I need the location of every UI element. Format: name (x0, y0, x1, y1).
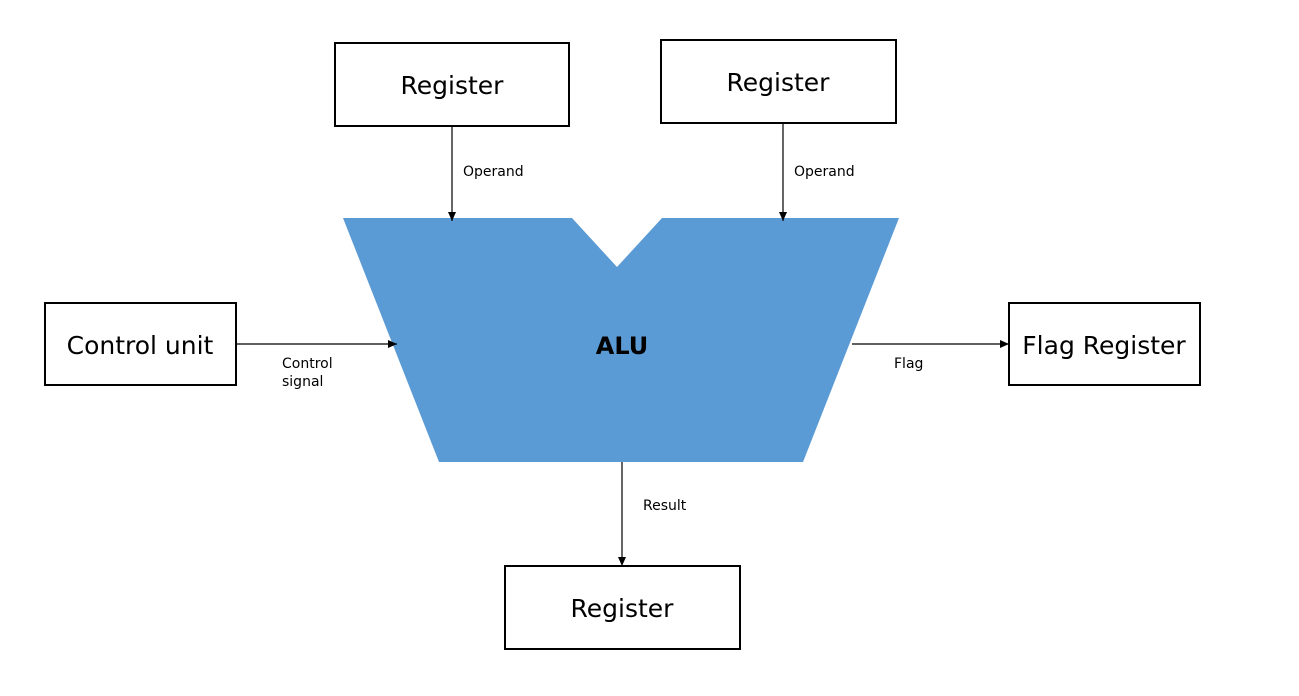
register-top-left: Register (334, 42, 570, 127)
operand-left-label: Operand (463, 164, 524, 180)
flag-register-box: Flag Register (1008, 302, 1201, 386)
alu-block: ALU (343, 218, 899, 462)
register-top-right-label: Register (727, 68, 831, 97)
register-top-right: Register (660, 39, 897, 124)
register-top-left-label: Register (401, 71, 505, 100)
control-signal-label-line2: signal (282, 374, 323, 390)
flag-register-label: Flag Register (1022, 331, 1186, 360)
control-unit-box: Control unit (44, 302, 237, 386)
edge-control-signal: Control signal (236, 340, 397, 390)
control-signal-label-line1: Control (282, 356, 333, 372)
edge-operand-left: Operand (448, 126, 524, 221)
result-label: Result (643, 498, 687, 514)
flag-label: Flag (894, 356, 923, 372)
control-unit-label: Control unit (67, 331, 214, 360)
alu-label: ALU (596, 332, 649, 360)
operand-right-label: Operand (794, 164, 855, 180)
edge-result: Result (618, 462, 687, 566)
edge-operand-right: Operand (779, 123, 855, 221)
register-bottom: Register (504, 565, 741, 650)
alu-shape (343, 218, 899, 462)
edge-flag: Flag (852, 340, 1009, 372)
register-bottom-label: Register (571, 594, 675, 623)
